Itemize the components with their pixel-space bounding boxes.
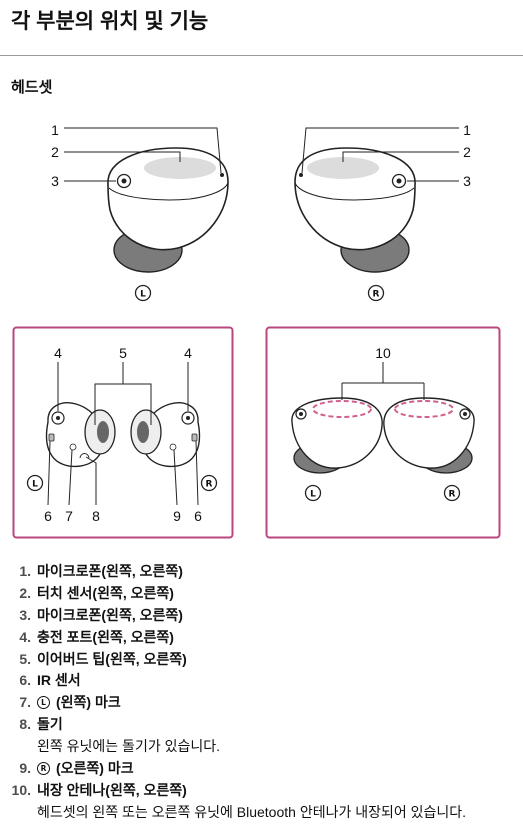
item-label: 충전 포트(왼쪽, 오른쪽) xyxy=(37,628,174,645)
item-number: 10. xyxy=(11,781,31,798)
list-item-note: 왼쪽 유닛에는 돌기가 있습니다. xyxy=(0,736,523,758)
section-heading: 헤드셋 xyxy=(11,79,53,96)
left-mark-letter: L xyxy=(140,289,146,299)
item-label-group: R (오른쪽) 마크 xyxy=(37,758,134,780)
callout-6-right: 6 xyxy=(194,508,202,524)
item-number: 1. xyxy=(19,563,31,579)
top-view-figure: 1 2 3 1 2 3 L R xyxy=(51,122,471,302)
callout-8: 8 xyxy=(92,508,100,524)
item-number: 2. xyxy=(19,584,31,601)
item-number: 4. xyxy=(19,628,31,645)
callout-7: 7 xyxy=(65,508,73,524)
list-item: 2. 터치 센서(왼쪽, 오른쪽) xyxy=(0,583,523,605)
antenna-view-frame xyxy=(265,326,501,539)
page-title: 각 부분의 위치 및 기능 xyxy=(11,10,209,33)
left-mark-icon: L xyxy=(37,696,50,710)
item-label: 내장 안테나(왼쪽, 오른쪽) xyxy=(37,781,187,798)
item-note: 헤드셋의 왼쪽 또는 오른쪽 유닛에 Bluetooth 안테나가 내장되어 있… xyxy=(37,803,467,820)
list-item: 4. 충전 포트(왼쪽, 오른쪽) xyxy=(0,627,523,649)
item-number: 6. xyxy=(19,672,31,689)
right-mark-letter: R xyxy=(373,289,380,299)
item-label: 이어버드 팁(왼쪽, 오른쪽) xyxy=(37,650,187,667)
left-mark-letter: L xyxy=(32,479,38,489)
item-label: 돌기 xyxy=(37,716,63,733)
item-label: 마이크로폰(왼쪽, 오른쪽) xyxy=(37,606,183,623)
list-item: 5. 이어버드 팁(왼쪽, 오른쪽) xyxy=(0,649,523,671)
callout-left-3: 3 xyxy=(51,173,59,189)
headset-figures: 1 2 3 1 2 3 L R 4 5 4 6 7 8 9 6 L R xyxy=(12,122,501,539)
callout-left-1: 1 xyxy=(51,122,59,138)
callout-right-1: 1 xyxy=(463,122,471,138)
callout-5: 5 xyxy=(119,345,127,361)
callout-4-right: 4 xyxy=(184,345,192,361)
item-label: (오른쪽) 마크 xyxy=(56,760,134,777)
list-item: 9. R (오른쪽) 마크 xyxy=(0,758,523,780)
callout-line-5-bracket xyxy=(94,383,152,425)
list-item: 8. 돌기 xyxy=(0,714,523,736)
right-earbud-outer xyxy=(294,127,460,273)
callout-line-8 xyxy=(85,456,97,505)
callout-4-left: 4 xyxy=(54,345,62,361)
callout-right-3: 3 xyxy=(463,173,471,189)
right-mark-icon xyxy=(200,474,218,492)
left-earbud-inner xyxy=(45,361,116,506)
left-unit-bump xyxy=(79,453,90,459)
item-label-group: L (왼쪽) 마크 xyxy=(37,692,121,714)
item-label: (왼쪽) 마크 xyxy=(56,694,121,711)
right-mark-icon: R xyxy=(37,761,50,775)
list-item: 10. 내장 안테나(왼쪽, 오른쪽) xyxy=(0,780,523,802)
antenna-view-figure: 10 L R xyxy=(265,326,501,539)
left-earbud-front xyxy=(290,382,384,474)
callout-left-2: 2 xyxy=(51,144,59,160)
item-number: 8. xyxy=(19,716,31,733)
left-mark-icon xyxy=(304,484,322,502)
callout-10: 10 xyxy=(375,345,391,361)
list-item-note: 헤드셋의 왼쪽 또는 오른쪽 유닛에 Bluetooth 안테나가 내장되어 있… xyxy=(0,802,523,824)
left-mark-letter: L xyxy=(310,489,316,499)
list-item: 6. IR 센서 xyxy=(0,670,523,692)
callout-right-2: 2 xyxy=(463,144,471,160)
right-earbud-front xyxy=(382,382,476,474)
left-earbud-outer xyxy=(63,127,229,273)
right-mark-icon xyxy=(367,284,385,302)
item-number: 3. xyxy=(19,606,31,623)
item-number: 5. xyxy=(19,650,31,667)
right-mark-letter: R xyxy=(449,489,456,499)
list-item: 3. 마이크로폰(왼쪽, 오른쪽) xyxy=(0,605,523,627)
item-label: 터치 센서(왼쪽, 오른쪽) xyxy=(37,584,174,601)
item-number: 7. xyxy=(19,694,31,711)
list-item: 1. 마이크로폰(왼쪽, 오른쪽) xyxy=(0,561,523,583)
item-number: 9. xyxy=(19,760,31,777)
list-item: 7. L (왼쪽) 마크 xyxy=(0,692,523,714)
inner-view-frame xyxy=(12,326,234,539)
right-mark-letter: R xyxy=(206,479,213,489)
callout-6-left: 6 xyxy=(44,508,52,524)
left-mark-icon xyxy=(134,284,152,302)
callout-9: 9 xyxy=(173,508,181,524)
item-label: IR 센서 xyxy=(37,672,81,689)
inner-view-figure: 4 5 4 6 7 8 9 6 L R xyxy=(12,326,234,539)
right-earbud-inner xyxy=(130,361,201,506)
right-mark-icon xyxy=(443,484,461,502)
item-note: 왼쪽 유닛에는 돌기가 있습니다. xyxy=(37,738,220,755)
left-mark-icon xyxy=(26,474,44,492)
parts-list: 1. 마이크로폰(왼쪽, 오른쪽) 2. 터치 센서(왼쪽, 오른쪽) 3. 마… xyxy=(0,561,523,824)
title-divider xyxy=(0,55,523,56)
item-label: 마이크로폰(왼쪽, 오른쪽) xyxy=(37,563,183,579)
